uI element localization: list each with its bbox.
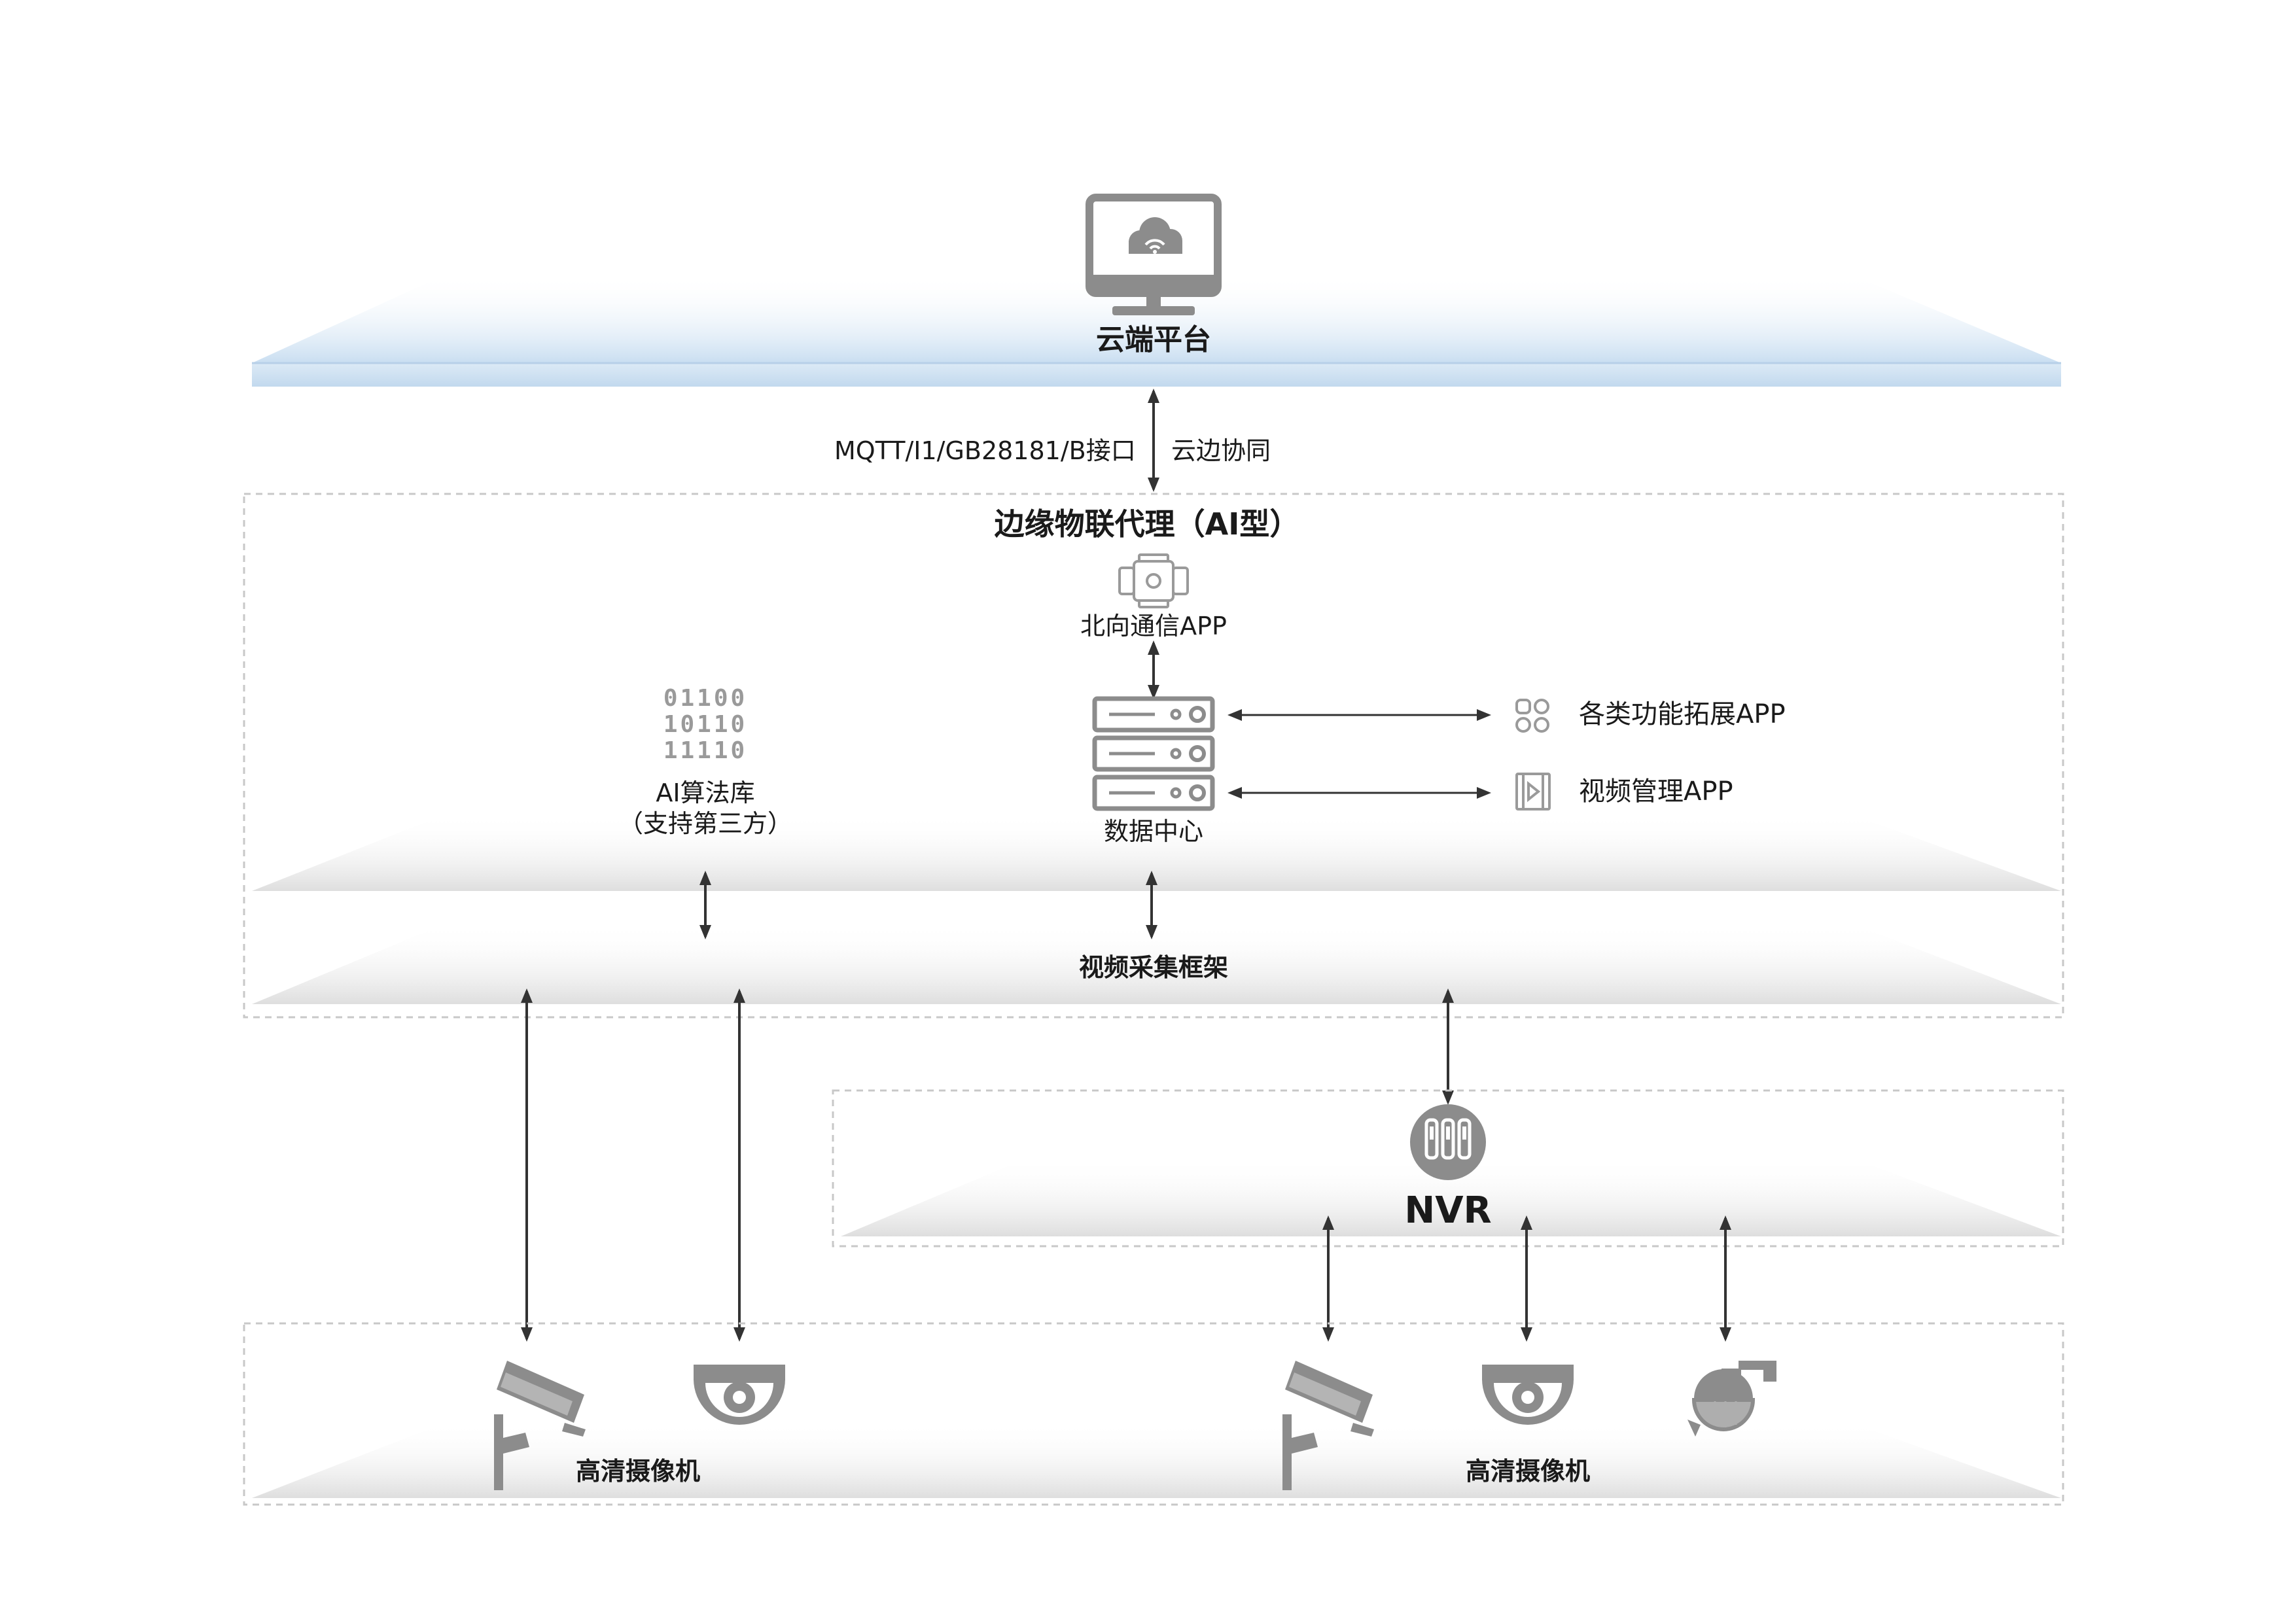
camera-label-left: 高清摄像机 <box>575 1457 701 1486</box>
bullet-camera-icon <box>494 1361 586 1490</box>
nvr-plane <box>841 1158 2061 1236</box>
cloud-monitor-icon <box>1086 194 1222 315</box>
nvr-title: NVR <box>1404 1189 1492 1232</box>
edge-agent-container <box>243 493 2064 1019</box>
dome-camera-icon <box>694 1365 785 1425</box>
edge-agent-title: 边缘物联代理（AI型） <box>994 506 1300 542</box>
video-app-icon <box>1515 773 1551 811</box>
video-framework-plane <box>252 924 2061 1004</box>
camera-container <box>243 1322 2064 1506</box>
bullet-camera-icon-2 <box>1282 1361 1374 1490</box>
dome-camera-icon-2 <box>1482 1365 1574 1425</box>
camera-label-right: 高清摄像机 <box>1465 1457 1591 1486</box>
nvr-icon <box>1410 1104 1486 1180</box>
interface-protocol-label: MQTT/I1/GB28181/B接口 <box>834 436 1136 465</box>
binary-line-1: 01100 <box>663 685 748 712</box>
north-app-icon <box>1118 553 1189 608</box>
nvr-container <box>832 1089 2064 1248</box>
ai-lib-sublabel: （支持第三方） <box>618 809 793 838</box>
data-center-label: 数据中心 <box>1103 817 1204 846</box>
server-icon <box>1092 696 1215 811</box>
ext-apps-label: 各类功能拓展APP <box>1579 699 1786 729</box>
cloud-plane <box>252 275 2061 387</box>
camera-plane <box>252 1423 2061 1498</box>
binary-line-3: 11110 <box>663 737 748 764</box>
video-framework-label: 视频采集框架 <box>1078 953 1229 982</box>
north-app-label: 北向通信APP <box>1080 612 1227 640</box>
cloud-platform-title: 云端平台 <box>1096 323 1211 357</box>
speed-dome-camera-icon <box>1687 1361 1776 1437</box>
ext-apps-icon <box>1515 699 1549 733</box>
cloud-edge-collab-label: 云边协同 <box>1171 436 1271 465</box>
video-app-label: 视频管理APP <box>1579 777 1733 807</box>
binary-line-2: 10110 <box>663 711 748 738</box>
ai-lib-label: AI算法库 <box>656 778 755 807</box>
